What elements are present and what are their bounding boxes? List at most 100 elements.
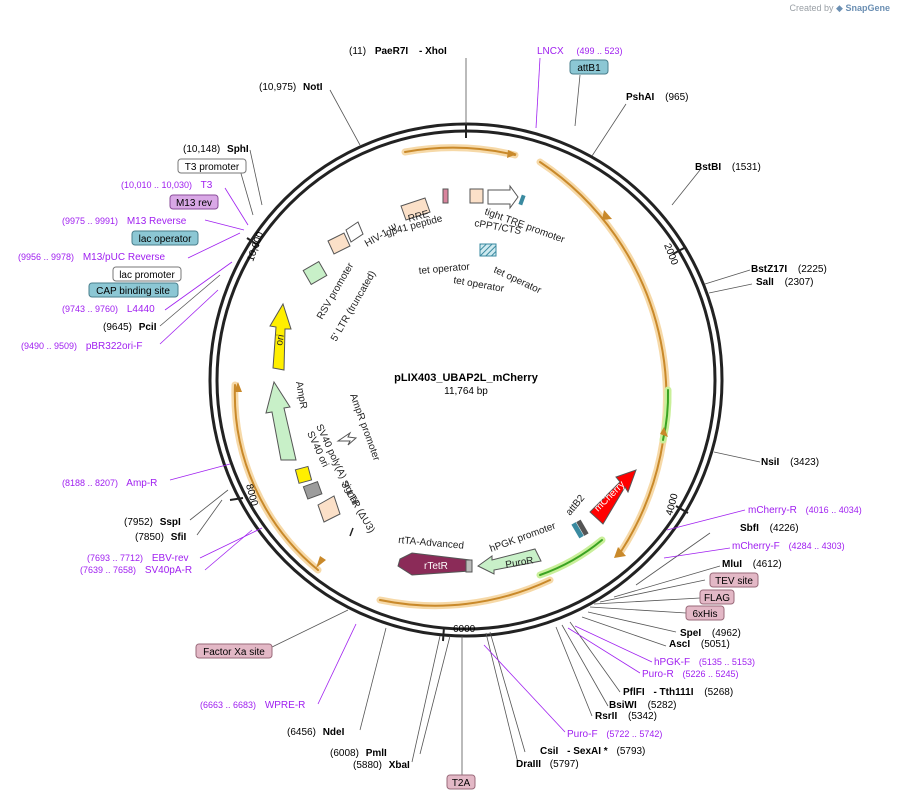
ltr3-label: 3' LTR (ΔU3) [338, 480, 376, 535]
site-sphi: (10,148) SphI [183, 144, 249, 155]
site-paer7i: (11) PaeR7I - XhoI [349, 46, 447, 57]
site-pshai: PshAI (965) [626, 92, 688, 103]
rtetr-label: rTetR [424, 561, 448, 572]
tick-marks [229, 124, 689, 642]
box-m13-rev: M13 rev [169, 194, 219, 210]
puror-feature [477, 548, 542, 575]
rtetr-end-feature [465, 559, 473, 573]
primer-m13-reverse: (9975 .. 9991) M13 Reverse [62, 216, 187, 227]
site-xbai: (5880) XbaI [353, 760, 410, 771]
puror-label: PuroR [505, 555, 535, 571]
site-sali: SalI (2307) [756, 277, 813, 288]
snapgene-credit: Created by ◆ SnapGene [790, 3, 891, 14]
attb2-label: attB2 [564, 493, 588, 518]
primer-m13-puc-reverse: (9956 .. 9978) M13/pUC Reverse [18, 252, 166, 263]
primer-mcherry-r: mCherry-R (4016 .. 4034) [748, 505, 862, 516]
box-attb1: attB1 [569, 59, 609, 75]
box-lac-promoter: lac promoter [112, 266, 182, 282]
ampr-feature [265, 380, 297, 461]
rsv-feature [345, 221, 364, 243]
primer-wpre-r: (6663 .. 6683) WPRE-R [200, 700, 305, 711]
orf-band-left-core [233, 384, 319, 571]
inner-features [265, 184, 637, 576]
svg-text:lac promoter: lac promoter [119, 270, 175, 281]
primer-t3: (10,010 .. 10,030) T3 [121, 180, 213, 191]
primer-hpgk-f: hPGK-F (5135 .. 5153) [654, 657, 755, 668]
primer-sites: LNCX (499 .. 523) (10,010 .. 10,030) T3 … [18, 46, 862, 740]
box-tev-site: TEV site [709, 572, 759, 588]
ltr3-feature [317, 495, 341, 523]
box-6xhis: 6xHis [685, 605, 725, 621]
tet-operator-feature [479, 243, 497, 257]
ampr-promoter-feature [336, 431, 358, 446]
site-spei: SpeI (4962) [680, 628, 741, 639]
tre-small-feature [518, 194, 526, 206]
svg-text:TEV site: TEV site [715, 576, 753, 587]
site-pcii: (9645) PciI [103, 322, 157, 333]
green-band-2-core [539, 539, 603, 576]
green-band-core [662, 389, 670, 441]
box-t2a: T2A [446, 774, 476, 790]
site-rsrii: RsrII (5342) [595, 711, 657, 722]
sv40-ori-feature [302, 480, 323, 500]
site-bsiwi: BsiWI (5282) [609, 700, 676, 711]
orf-band-top-core [404, 146, 516, 156]
site-pflfi: PflFI - Tth111I (5268) [623, 687, 733, 698]
box-flag: FLAG [699, 589, 735, 605]
map-title: pLIX403_UBAP2L_mCherry [394, 372, 539, 384]
site-pmli: (6008) PmlI [330, 748, 387, 759]
tick-label-6000: 6000 [453, 624, 476, 635]
box-factor-xa-site: Factor Xa site [195, 643, 273, 659]
ori-label: ori [274, 334, 287, 347]
leader-lines [159, 58, 761, 778]
site-noti: (10,975) NotI [259, 82, 323, 93]
primer-puro-f: Puro-F (5722 .. 5742) [567, 729, 662, 740]
primer-leader-lines [159, 57, 746, 733]
primer-amp-r: (8188 .. 8207) Amp-R [62, 478, 157, 489]
ltr5-feature [327, 232, 351, 255]
restriction-sites: (11) PaeR7I - XhoI (10,975) NotI PshAI (… [103, 46, 827, 771]
svg-text:Factor Xa site: Factor Xa site [203, 647, 265, 658]
attb2-feature [571, 522, 584, 539]
credit-brand: SnapGene [845, 3, 890, 13]
hpgk-label: hPGK promoter [488, 520, 558, 554]
site-mlui: MluI (4612) [722, 559, 782, 570]
map-size: 11,764 bp [444, 386, 488, 397]
boxed-labels: attB1 T3 promoter M13 rev lac operator l… [88, 59, 759, 790]
primer-ebv-rev: (7693 .. 7712) EBV-rev [87, 553, 189, 564]
cppt-feature [469, 188, 484, 204]
rre-label: RRE [407, 209, 431, 225]
svg-text:lac operator: lac operator [139, 234, 192, 245]
ori-feature [269, 302, 292, 371]
orf-band-bottom-core [379, 579, 551, 607]
tick-label-4000: 4000 [664, 492, 680, 517]
site-asci: AscI (5051) [669, 639, 730, 650]
primer-sv40pa-r: (7639 .. 7658) SV40pA-R [80, 565, 192, 576]
box-t3-promoter: T3 promoter [177, 158, 247, 174]
svg-text:6xHis: 6xHis [692, 609, 717, 620]
primer-puro-r: Puro-R (5226 .. 5245) [642, 669, 739, 680]
lac-cluster-feature [302, 260, 328, 286]
ampr-promoter-label: AmpR promoter [347, 392, 382, 463]
svg-text:FLAG: FLAG [704, 593, 730, 604]
site-draiii: DraIII (5797) [516, 759, 579, 770]
site-bstz17i: BstZ17I (2225) [751, 264, 827, 275]
site-sfii: (7850) SfiI [135, 532, 186, 543]
tet-operator-3-label: tet operator [452, 275, 505, 295]
credit-prefix: Created by [789, 3, 834, 13]
attb2-feature-2 [576, 519, 589, 536]
site-nsii: NsiI (3423) [761, 457, 819, 468]
orf-bands [231, 144, 672, 610]
snapgene-logo-icon: ◆ [836, 3, 843, 13]
svg-text:T3 promoter: T3 promoter [185, 162, 240, 173]
svg-text:CAP binding site: CAP binding site [96, 286, 170, 297]
box-cap-binding-site: CAP binding site [88, 282, 179, 298]
primer-lncx: LNCX (499 .. 523) [537, 46, 623, 57]
orf-band-right-core [539, 161, 668, 554]
green-band-2 [536, 536, 606, 579]
box-lac-operator: lac operator [131, 230, 199, 246]
tet-operator-1-label: tet operator [418, 262, 471, 277]
sv40-polya-feature [294, 465, 313, 484]
site-sspi: (7952) SspI [124, 517, 181, 528]
